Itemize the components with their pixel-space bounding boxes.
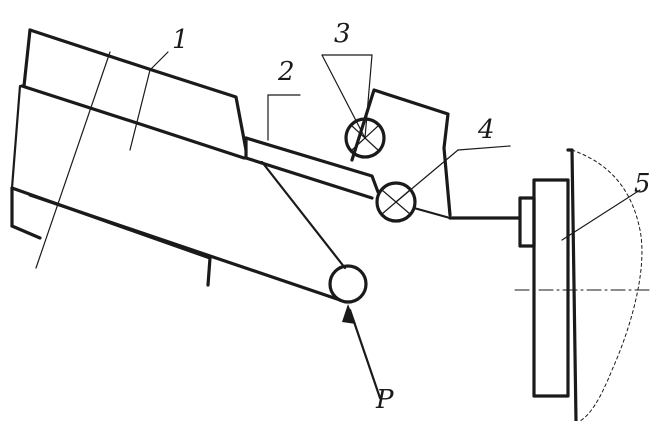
body-left-vertical xyxy=(10,84,22,190)
leader-4 xyxy=(395,149,459,203)
upper-roller xyxy=(344,117,386,159)
leader-5 xyxy=(561,189,641,241)
blade-guide xyxy=(244,94,380,200)
hatch-line-2 xyxy=(129,69,151,151)
upper-roller-assembly xyxy=(321,54,452,217)
leader-1 xyxy=(149,51,169,71)
label-part-3: 3 xyxy=(334,19,351,49)
roller-link xyxy=(412,206,452,220)
force-arrow-head xyxy=(342,304,356,324)
lower-roller xyxy=(375,181,417,223)
body-inner-edge xyxy=(20,84,246,160)
label-part-5: 5 xyxy=(634,169,651,199)
label-part-1: 1 xyxy=(172,25,189,55)
body-lower-edge xyxy=(10,186,212,287)
hatch-line-1 xyxy=(35,51,111,269)
blade-bottom xyxy=(244,156,374,200)
blade-top xyxy=(244,136,380,194)
lever-diagonal xyxy=(260,160,347,270)
leader-3-a xyxy=(321,54,366,139)
force-arrow-shaft xyxy=(348,308,382,400)
workpiece-nub xyxy=(518,196,536,248)
pivot-roller xyxy=(328,264,368,304)
tool-body xyxy=(10,28,342,302)
label-part-2: 2 xyxy=(277,57,295,87)
body-foot xyxy=(10,224,42,240)
leader-4-bar xyxy=(457,145,511,151)
workpiece-outline xyxy=(571,149,643,421)
label-part-4: 4 xyxy=(477,115,495,145)
body-left-edge xyxy=(22,28,32,88)
body-top-edge xyxy=(28,28,248,152)
label-force-p: P xyxy=(375,385,394,415)
leader-3-b xyxy=(364,54,373,139)
workpiece xyxy=(514,148,653,421)
workpiece-plate xyxy=(532,178,570,398)
lower-roller-assembly xyxy=(375,145,522,223)
lever-lower-edge xyxy=(28,193,342,302)
lever-arm xyxy=(260,160,382,400)
